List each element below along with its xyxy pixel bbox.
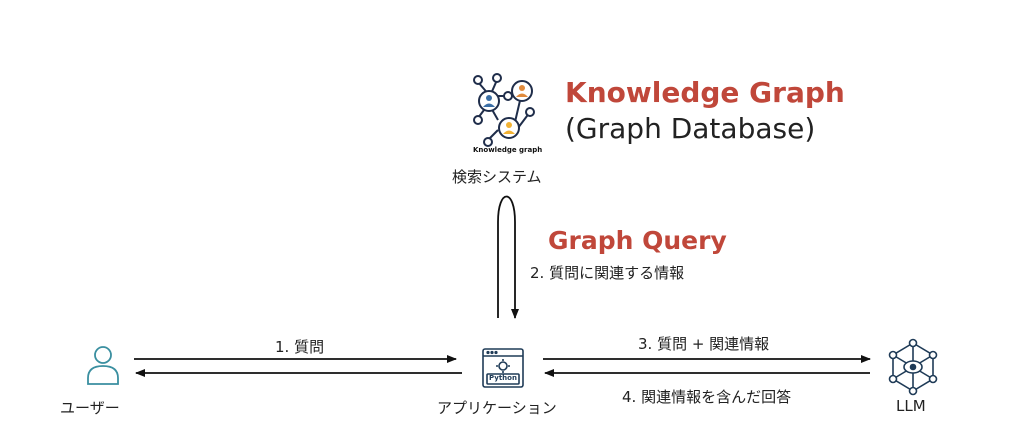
user-label: ユーザー [60, 399, 120, 417]
knowledge-graph-icon-caption: Knowledge graph [473, 146, 543, 154]
knowledge-graph-subtitle: (Graph Database) [565, 112, 816, 145]
user-icon [87, 346, 119, 385]
llm-label: LLM [896, 397, 926, 415]
llm-network-icon [888, 338, 938, 396]
knowledge-graph-person-nodes [483, 85, 528, 134]
knowledge-graph-icon [473, 73, 535, 147]
knowledge-graph-title: Knowledge Graph [565, 76, 845, 109]
edge-label-user-to-app: 1. 質問 [275, 338, 325, 356]
edge-label-app-to-llm: 3. 質問 + 関連情報 [638, 335, 770, 353]
application-label: アプリケーション [437, 399, 557, 417]
graph-query-title: Graph Query [548, 226, 727, 255]
python-icon-text: Python [489, 374, 517, 382]
search-system-label: 検索システム [452, 168, 542, 186]
arrow-query-loop [497, 195, 519, 319]
edge-label-llm-to-app: 4. 関連情報を含んだ回答 [622, 388, 792, 406]
graph-query-label: 2. 質問に関連する情報 [530, 264, 685, 282]
python-app-icon [482, 348, 524, 388]
